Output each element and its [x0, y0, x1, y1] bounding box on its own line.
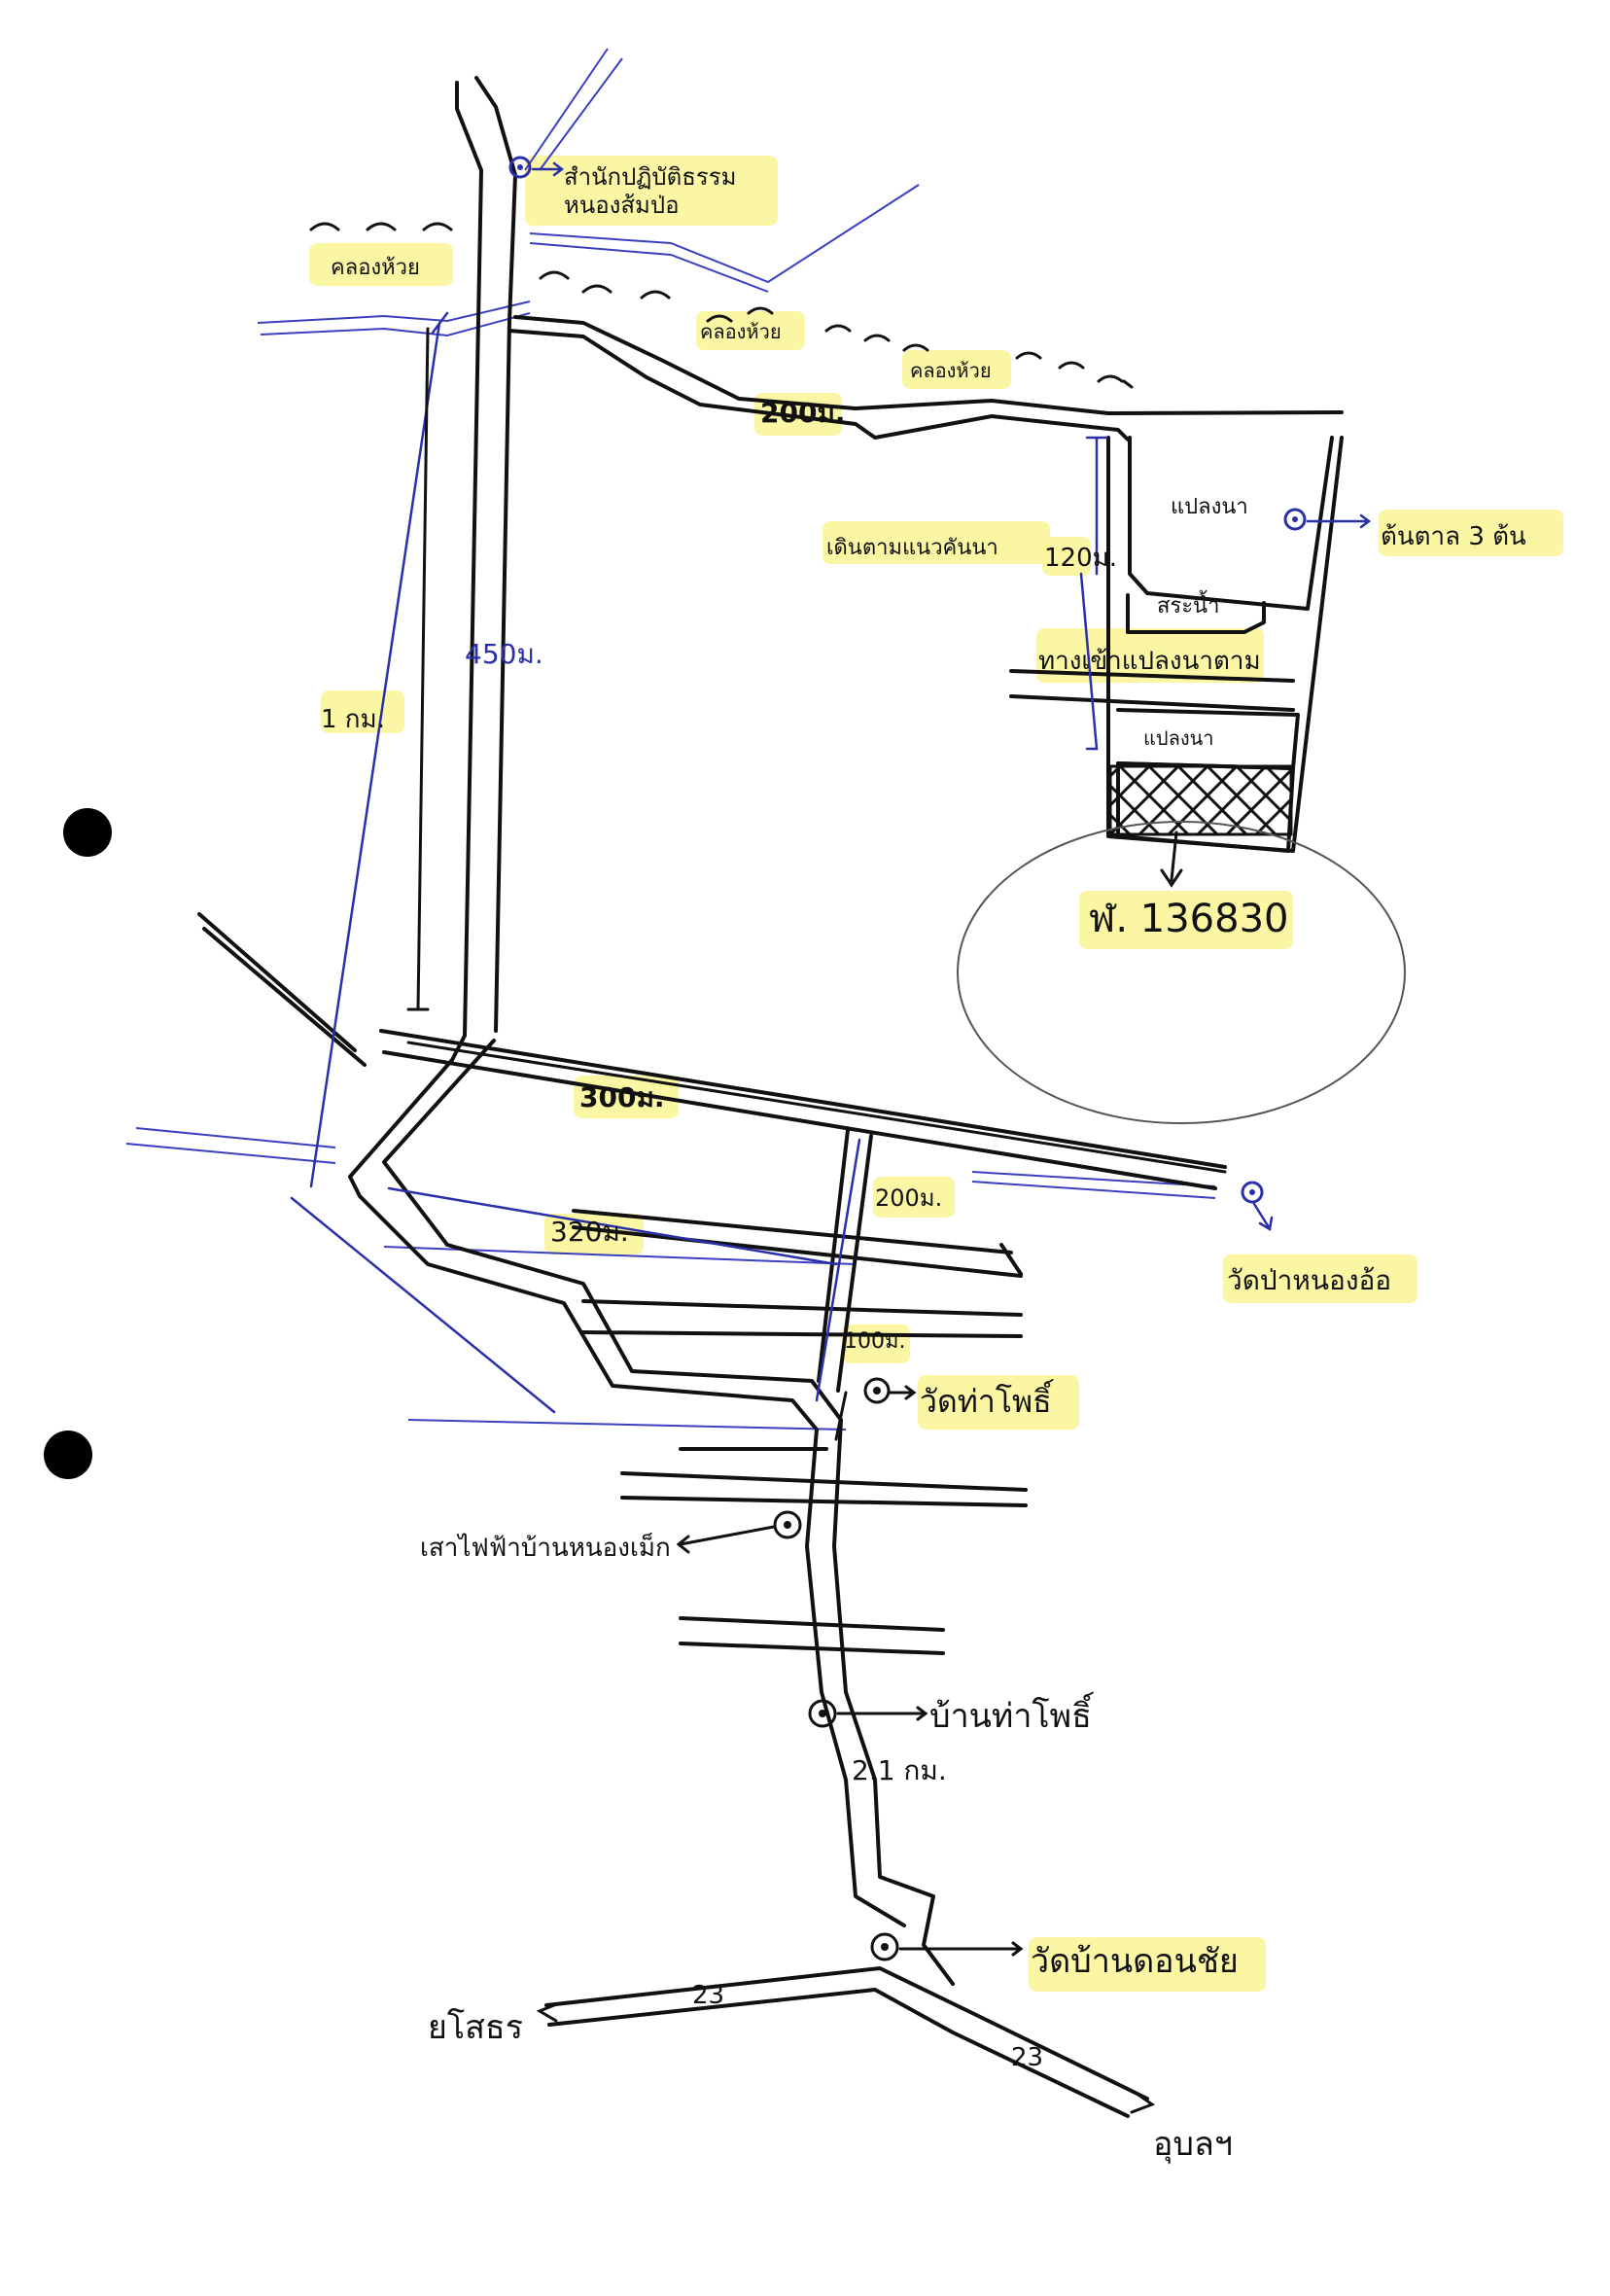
parcel-id-label: ฬ. 136830	[1089, 897, 1288, 941]
palm-tree-marker	[1283, 508, 1307, 531]
distance-route-21: 2.1 กม.	[852, 1754, 947, 1786]
plot-bottom-label: แปลงนา	[1143, 726, 1214, 750]
markers	[508, 156, 1372, 2114]
parcel-hatch	[1108, 764, 1293, 836]
highway-right-label: 23	[1011, 2043, 1043, 2072]
punch-hole-top	[63, 808, 112, 857]
side-distance-label: 120ม.	[1044, 544, 1117, 573]
distance-horizontal-300: 300ม.	[579, 1081, 665, 1113]
wat-tha-pho-marker	[863, 1377, 891, 1404]
yellow-highlights	[309, 156, 1563, 1992]
electric-pole-label: เสาไฟฟ้าบ้านหนองเม็ก	[420, 1532, 671, 1563]
label-canal-left: คลองห้วย	[331, 256, 420, 280]
label-canal-mid: คลองห้วย	[700, 320, 782, 343]
plot-middle-label: สระน้ำ	[1157, 590, 1219, 618]
wat-tha-pho-label: วัดท่าโพธิ์	[920, 1379, 1054, 1420]
canal-waves	[309, 222, 1134, 389]
blue-lines	[125, 48, 1216, 1431]
punch-hole-bottom	[44, 1431, 92, 1479]
plots	[1009, 436, 1344, 888]
roads	[197, 76, 1344, 2118]
to-ubon-label: อุบลฯ	[1153, 2125, 1233, 2164]
side-note-label: เดินตามแนวคันนา	[826, 536, 998, 560]
wat-pa-marker	[1241, 1181, 1264, 1204]
distance-horizontal-320: 320ม.	[550, 1216, 629, 1248]
electric-pole-marker	[773, 1510, 802, 1539]
parcel-circle	[957, 821, 1406, 1124]
plot-top-label: แปลงนา	[1171, 495, 1248, 519]
distance-top-canal: 200ม.	[760, 397, 846, 429]
label-temple-top: สำนักปฏิบัติธรรมหนองส้มป่อ	[564, 163, 736, 219]
distance-vertical-main: 450ม.	[465, 638, 543, 670]
distance-vertical-200: 200ม.	[875, 1184, 942, 1212]
ban-tha-pho-label: บ้านท่าโพธิ์	[929, 1691, 1095, 1736]
road-to-plot-label: ทางเข้าแปลงนาตาม	[1038, 647, 1261, 676]
dimension-lines	[309, 311, 1227, 1441]
temple-marker	[508, 156, 532, 179]
to-yasothon-label: ยโสธร	[428, 2008, 523, 2047]
wat-pa-nong-on-label: วัดป่าหนองอ้อ	[1227, 1264, 1391, 1296]
label-canal-right: คลองห้วย	[910, 359, 992, 382]
distance-total-left: 1 กม.	[321, 705, 385, 734]
palm-tree-label: ต้นตาล 3 ต้น	[1381, 522, 1526, 551]
ban-tha-pho-marker	[808, 1699, 837, 1728]
distance-vertical-100: 100ม.	[844, 1329, 906, 1354]
wat-don-chai-label: วัดบ้านดอนชัย	[1031, 1942, 1239, 1981]
wat-don-chai-marker	[870, 1932, 899, 1961]
labels: สำนักปฏิบัติธรรมหนองส้มป่อ คลองห้วย คลอง…	[321, 163, 1526, 2164]
highway-left-label: 23	[692, 1981, 724, 2010]
